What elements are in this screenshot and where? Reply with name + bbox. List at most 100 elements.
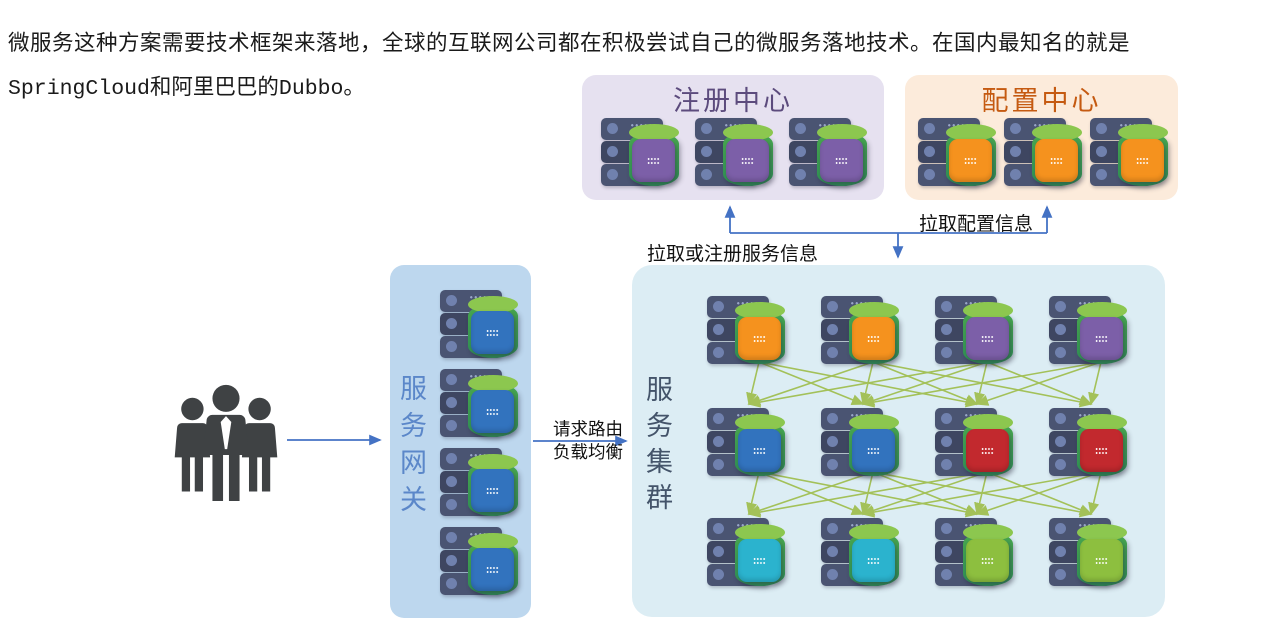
service-cube-icon (1121, 139, 1164, 182)
server-led (446, 555, 457, 566)
server-icon (707, 518, 793, 594)
server-led (446, 532, 457, 543)
server-led (607, 169, 618, 180)
server-icon (935, 296, 1021, 372)
registry-center-title: 注册中心 (673, 86, 793, 116)
cube-tiny-label (964, 156, 977, 165)
server-led (827, 523, 838, 534)
server-icon (935, 408, 1021, 484)
server-icon (695, 118, 781, 194)
server-led (713, 436, 724, 447)
service-cube-icon (471, 390, 514, 433)
server-icon (1049, 408, 1135, 484)
service-cube-icon (632, 139, 675, 182)
cluster-row-2 (707, 408, 1135, 484)
service-cube-icon (738, 317, 781, 360)
cube-tiny-label (1095, 334, 1108, 343)
server-led (1096, 123, 1107, 134)
cube-tiny-label (981, 446, 994, 455)
server-icon (821, 518, 907, 594)
service-cube-icon (820, 139, 863, 182)
server-icon (1090, 118, 1176, 194)
server-led (713, 301, 724, 312)
server-led (1055, 546, 1066, 557)
label-pull-or-register: 拉取或注册服务信息 (647, 244, 819, 265)
server-led (713, 523, 724, 534)
service-cube-icon (966, 317, 1009, 360)
server-led (1096, 169, 1107, 180)
server-led (446, 295, 457, 306)
cube-tiny-label (741, 156, 754, 165)
service-cube-icon (471, 311, 514, 354)
cube-tiny-label (867, 556, 880, 565)
cube-tiny-label (753, 334, 766, 343)
server-led (1055, 301, 1066, 312)
server-led (941, 459, 952, 470)
server-led (701, 169, 712, 180)
server-led (607, 146, 618, 157)
config-center-title: 配置中心 (981, 86, 1102, 116)
server-led (795, 123, 806, 134)
service-cube-icon (852, 317, 895, 360)
server-led (827, 413, 838, 424)
server-led (701, 146, 712, 157)
server-led (941, 546, 952, 557)
server-led (713, 546, 724, 557)
server-icon (440, 290, 526, 366)
server-led (924, 146, 935, 157)
server-led (941, 347, 952, 358)
server-icon (1049, 296, 1135, 372)
server-led (924, 123, 935, 134)
service-cube-icon (1035, 139, 1078, 182)
server-led (924, 169, 935, 180)
server-led (941, 523, 952, 534)
server-led (795, 146, 806, 157)
label-pull-config: 拉取配置信息 (919, 214, 1034, 235)
server-icon (918, 118, 1004, 194)
server-led (446, 397, 457, 408)
cube-tiny-label (486, 486, 499, 495)
cube-tiny-label (981, 334, 994, 343)
server-led (827, 569, 838, 580)
server-icon (821, 408, 907, 484)
users-group-icon (174, 384, 278, 501)
server-led (1055, 347, 1066, 358)
service-cube-icon (738, 539, 781, 582)
service-cube-icon (1080, 429, 1123, 472)
server-led (713, 459, 724, 470)
cube-tiny-label (753, 556, 766, 565)
cube-tiny-label (1136, 156, 1149, 165)
gateway-servers (440, 290, 526, 603)
service-cube-icon (738, 429, 781, 472)
cluster-row-1 (707, 296, 1135, 372)
cube-tiny-label (867, 334, 880, 343)
cube-tiny-label (981, 556, 994, 565)
server-led (941, 569, 952, 580)
intro-text-line2: SpringCloud和阿里巴巴的Dubbo。 (8, 77, 365, 101)
server-icon (1049, 518, 1135, 594)
cube-tiny-label (486, 407, 499, 416)
server-led (701, 123, 712, 134)
server-led (941, 324, 952, 335)
cube-tiny-label (1095, 556, 1108, 565)
config-servers (918, 118, 1176, 194)
service-cube-icon (1080, 317, 1123, 360)
service-cube-icon (726, 139, 769, 182)
tie-shape (220, 416, 232, 450)
server-led (446, 578, 457, 589)
server-led (1010, 123, 1021, 134)
server-icon (789, 118, 875, 194)
server-led (1010, 169, 1021, 180)
server-led (1096, 146, 1107, 157)
label-route-line2: 负载均衡 (553, 442, 623, 462)
server-led (446, 318, 457, 329)
cube-tiny-label (753, 446, 766, 455)
server-led (827, 347, 838, 358)
cube-tiny-label (1095, 446, 1108, 455)
label-route-balance: 请求路由 负载均衡 (540, 418, 636, 464)
server-icon (1004, 118, 1090, 194)
service-cube-icon (852, 539, 895, 582)
server-led (827, 546, 838, 557)
service-cube-icon (949, 139, 992, 182)
registry-servers (601, 118, 875, 194)
